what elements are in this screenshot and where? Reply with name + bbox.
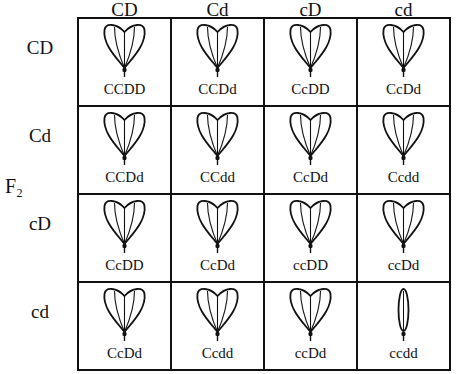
genotype-cell: Ccdd — [202, 346, 234, 361]
gamete-row-header: Cd — [29, 126, 51, 145]
gamete-row-header: cD — [29, 214, 51, 233]
genotype-cell: ccdd — [389, 346, 417, 361]
genotype-cell: Ccdd — [388, 170, 420, 185]
genotype-cell: CcDd — [293, 170, 328, 185]
generation-label: F₂ — [5, 176, 23, 196]
genotype-cell: CcDD — [291, 82, 329, 97]
genotype-cell: CcDD — [105, 258, 143, 273]
genotype-cell: CcDd — [200, 258, 235, 273]
gamete-column-header: cD — [299, 0, 321, 19]
capsule-drawings — [104, 25, 423, 341]
genotype-cell: ccDD — [293, 258, 328, 273]
genotype-cell: CcDd — [386, 82, 421, 97]
grid-lines — [78, 18, 450, 370]
genotype-cell: CCDD — [104, 82, 146, 97]
gamete-column-header: Cd — [206, 0, 228, 19]
genotype-cell: CCDd — [105, 170, 143, 185]
genotype-cell: CCdd — [200, 170, 235, 185]
gamete-column-header: cd — [395, 0, 413, 19]
genotype-cell: CCDd — [198, 82, 236, 97]
genotype-cell: CcDd — [107, 346, 142, 361]
gamete-column-header: CD — [111, 0, 137, 19]
genotype-cell: ccDd — [388, 258, 420, 273]
gamete-row-header: CD — [27, 38, 53, 57]
genotype-cell: ccDd — [295, 346, 327, 361]
gamete-row-header: cd — [31, 302, 49, 321]
